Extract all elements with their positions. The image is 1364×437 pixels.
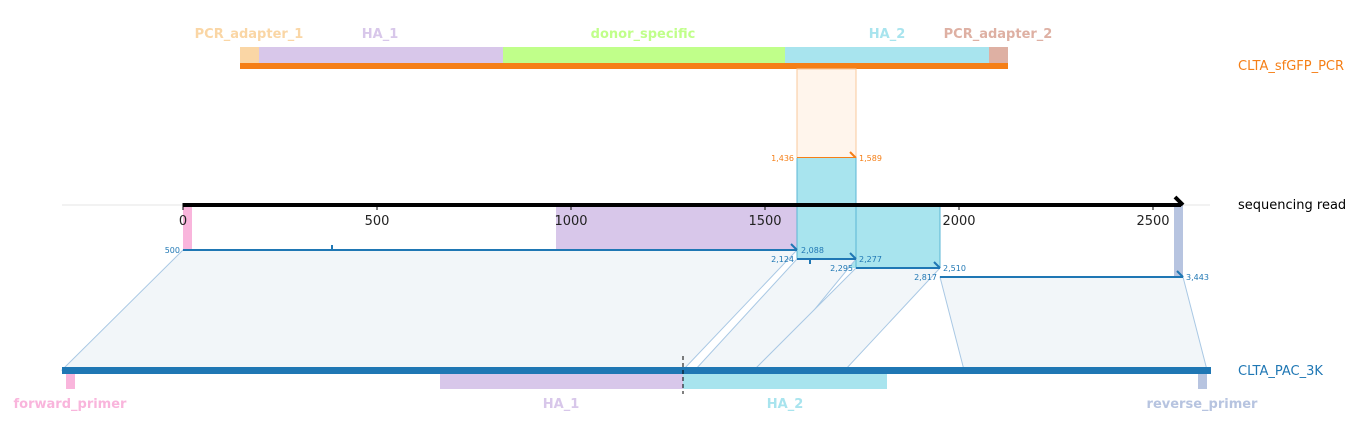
read-label: sequencing read bbox=[1238, 198, 1346, 213]
read-tick-label: 1000 bbox=[554, 214, 587, 229]
bottom-alignments: 500 2,088 2,124 2,277 2,295 2,510 2,817 … bbox=[165, 243, 1209, 282]
bottom-reference-bar bbox=[62, 367, 1211, 374]
read-tick-label: 500 bbox=[365, 214, 390, 229]
feature-label-forward-primer: forward_primer bbox=[14, 397, 128, 412]
read-region-ha-2-upper bbox=[797, 158, 856, 205]
top-reference-features: PCR_adapter_1 HA_1 donor_specific HA_2 P… bbox=[195, 27, 1053, 63]
bottom-reference-features: forward_primer HA_1 HA_2 reverse_primer bbox=[14, 374, 1259, 412]
projection-segment-4 bbox=[939, 276, 1208, 371]
feature-label-pcr-adapter-2: PCR_adapter_2 bbox=[944, 27, 1053, 42]
alignment-end-label-4: 3,443 bbox=[1186, 273, 1209, 282]
feature-label-reverse-primer: reverse_primer bbox=[1147, 397, 1259, 412]
top-alignment-end-label: 1,589 bbox=[859, 154, 882, 163]
alignment-start-label-3: 2,295 bbox=[830, 264, 853, 273]
alignment-start-label-2: 2,124 bbox=[771, 255, 794, 264]
top-alignment: 1,436 1,589 bbox=[771, 68, 882, 163]
read-ticks: 0 500 1000 1500 2000 2500 bbox=[179, 203, 1170, 229]
read-tick-label: 2000 bbox=[942, 214, 975, 229]
read-tick-label: 2500 bbox=[1136, 214, 1169, 229]
top-alignment-arrowhead bbox=[849, 151, 857, 159]
feature-block-ha-2-top bbox=[785, 47, 989, 63]
feature-label-ha-2-bottom: HA_2 bbox=[767, 397, 804, 412]
feature-label-ha-1-bottom: HA_1 bbox=[543, 397, 580, 412]
alignment-arrowhead-3 bbox=[933, 261, 941, 269]
feature-block-ha-1-bottom bbox=[440, 374, 683, 389]
alignment-end-label-1: 2,088 bbox=[801, 246, 824, 255]
alignment-arrowhead-1 bbox=[790, 243, 798, 251]
read-region-forward-primer bbox=[183, 205, 192, 250]
feature-block-pcr-adapter-2 bbox=[989, 47, 1008, 63]
top-alignment-start-label: 1,436 bbox=[771, 154, 794, 163]
alignment-end-label-2: 2,277 bbox=[859, 255, 882, 264]
feature-block-ha-1-top bbox=[259, 47, 503, 63]
feature-block-pcr-adapter-1 bbox=[240, 47, 259, 63]
read-tick-label: 0 bbox=[179, 214, 187, 229]
bottom-reference-label: CLTA_PAC_3K bbox=[1238, 364, 1323, 379]
alignment-arrowhead-2 bbox=[849, 252, 857, 260]
feature-label-pcr-adapter-1: PCR_adapter_1 bbox=[195, 27, 304, 42]
alignment-end-label-3: 2,510 bbox=[943, 264, 966, 273]
bottom-projections bbox=[60, 249, 1208, 371]
read-tick-label: 1500 bbox=[748, 214, 781, 229]
top-reference-label: CLTA_sfGFP_PCR bbox=[1238, 59, 1344, 74]
read-region-reverse-primer bbox=[1174, 205, 1183, 277]
feature-block-donor-specific bbox=[503, 47, 785, 63]
read-region-ha-2-lower bbox=[797, 205, 940, 268]
top-reference-bar bbox=[240, 63, 1008, 69]
feature-block-ha-2-bottom bbox=[683, 374, 887, 389]
top-alignment-projection bbox=[796, 68, 857, 159]
read-region-ha-1 bbox=[556, 205, 797, 250]
feature-label-ha-1-top: HA_1 bbox=[362, 27, 399, 42]
alignment-start-label-1: 500 bbox=[165, 246, 180, 255]
feature-label-donor-specific: donor_specific bbox=[591, 27, 696, 42]
feature-label-ha-2-top: HA_2 bbox=[869, 27, 906, 42]
projection-segment-1 bbox=[60, 249, 799, 371]
feature-block-reverse-primer bbox=[1198, 374, 1207, 389]
alignment-arrowhead-4 bbox=[1176, 270, 1184, 278]
read-arrowhead bbox=[1173, 195, 1185, 207]
feature-block-forward-primer bbox=[66, 374, 75, 389]
alignment-start-label-4: 2,817 bbox=[914, 273, 937, 282]
